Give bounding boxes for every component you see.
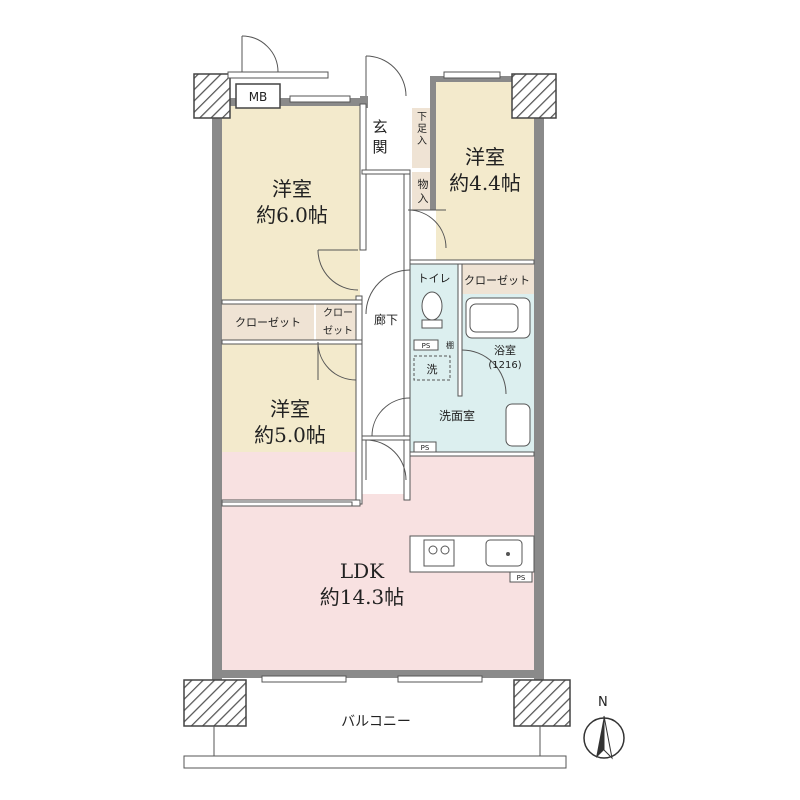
window-top-right bbox=[443, 71, 501, 79]
stove-burner-right bbox=[440, 545, 450, 555]
toilet-label: トイレ bbox=[418, 272, 451, 285]
closet-small-label-1: クロー bbox=[323, 307, 353, 319]
washbasin-icon bbox=[505, 403, 531, 447]
north-compass: N bbox=[583, 695, 625, 760]
pillar-bottom-right bbox=[513, 679, 571, 727]
balcony-area bbox=[183, 755, 567, 769]
ps-box-kitchen bbox=[509, 571, 533, 583]
pillar-bottom-left bbox=[183, 679, 247, 727]
wall-top-right bbox=[434, 76, 544, 82]
western-room-1-name: 洋室 bbox=[272, 177, 312, 201]
bathroom-label: 浴室 bbox=[494, 343, 516, 357]
doors bbox=[241, 35, 507, 481]
window-western3 bbox=[221, 501, 353, 507]
bathroom-size-label: (1216) bbox=[488, 360, 521, 371]
entrance-fill bbox=[362, 104, 410, 172]
shoe-storage-label-1: 下 bbox=[417, 112, 427, 123]
wall-right bbox=[534, 104, 544, 684]
western-room-1-fill bbox=[222, 104, 360, 304]
window-mb bbox=[227, 71, 329, 79]
toilet-icon bbox=[421, 291, 443, 321]
shoe-storage-fill bbox=[412, 108, 432, 168]
toilet-tank bbox=[421, 319, 443, 329]
ps-box-washroom bbox=[413, 441, 437, 453]
north-label: N bbox=[598, 695, 608, 710]
western-room-1-size: 約6.0帖 bbox=[256, 203, 328, 227]
bathtub-inner bbox=[469, 303, 519, 333]
hallway-label: 廊下 bbox=[374, 312, 398, 327]
window-top-left bbox=[289, 95, 351, 103]
storage-label-2: 入 bbox=[418, 192, 429, 205]
wall-top-left bbox=[212, 98, 362, 106]
stove-icon bbox=[423, 539, 455, 567]
pillar-top-right bbox=[511, 73, 557, 119]
closet-left-label: クローゼット bbox=[235, 316, 301, 329]
wall-bottom bbox=[212, 670, 544, 678]
washroom-label: 洗面室 bbox=[439, 408, 475, 423]
shoe-storage-label-2: 足 bbox=[417, 123, 427, 135]
pillar-top-left bbox=[193, 73, 231, 119]
ps-box-toilet bbox=[413, 339, 439, 351]
wall-left bbox=[212, 104, 222, 684]
storage-fill bbox=[412, 172, 434, 210]
washer-space bbox=[413, 355, 451, 381]
wall-block-entrance bbox=[360, 96, 368, 108]
stove-burner-left bbox=[428, 545, 438, 555]
closet-small-label-2: ゼット bbox=[323, 325, 353, 337]
closet-right-fill bbox=[460, 264, 534, 294]
mb-label: MB bbox=[249, 90, 268, 104]
ldk-name: LDK bbox=[340, 559, 385, 583]
western-room-2-size: 約4.4帖 bbox=[449, 171, 521, 195]
mb-box bbox=[235, 83, 281, 109]
wall-entrance-right bbox=[430, 76, 436, 210]
balcony-label: バルコニー bbox=[341, 714, 411, 730]
western-room-3-size: 約5.0帖 bbox=[254, 423, 326, 447]
shelf-label: 棚 bbox=[446, 340, 454, 350]
window-ldk-right bbox=[397, 675, 483, 683]
ps-label-kitchen: PS bbox=[517, 574, 526, 582]
closet-right-label: クローゼット bbox=[464, 274, 530, 287]
entrance-label-2: 関 bbox=[372, 138, 387, 156]
ps-label-toilet: PS bbox=[422, 342, 431, 350]
ps-label-washroom: PS bbox=[421, 444, 430, 452]
western-room-2-name: 洋室 bbox=[465, 145, 505, 169]
entrance-label-1: 玄 bbox=[372, 118, 387, 136]
ldk-size: 約14.3帖 bbox=[320, 585, 405, 609]
sink-icon bbox=[485, 539, 523, 567]
closet-small-fill bbox=[316, 302, 360, 342]
storage-label-1: 物 bbox=[418, 177, 429, 191]
closet-left-fill bbox=[222, 302, 314, 342]
window-ldk-left bbox=[261, 675, 347, 683]
western-room-3-name: 洋室 bbox=[270, 397, 310, 421]
shoe-storage-label-3: 入 bbox=[417, 136, 427, 147]
sink-drain bbox=[506, 552, 510, 556]
washer-label: 洗 bbox=[427, 363, 438, 376]
